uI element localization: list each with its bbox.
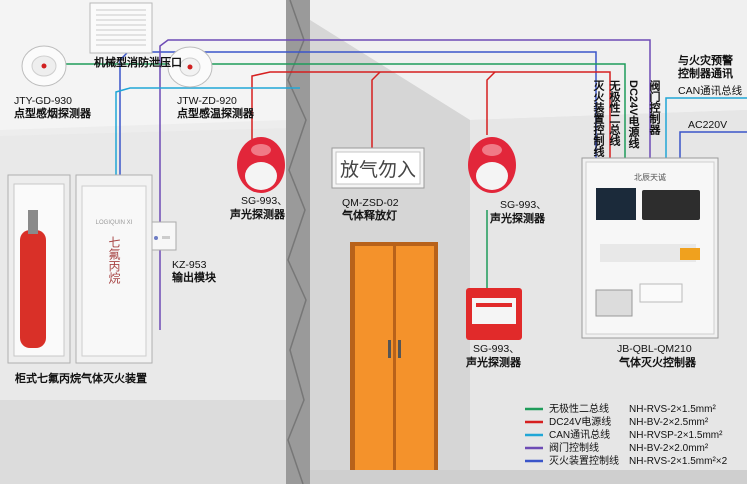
legend-row: 无极性二总线 NH-RVS-2×1.5mm² <box>525 402 716 415</box>
pressure-vent <box>89 2 153 54</box>
door[interactable] <box>350 242 438 470</box>
release-lamp: 放气勿入 <box>331 147 425 189</box>
cabinet-name: 柜式七氟丙烷气体灭火装置 <box>14 371 147 385</box>
alarm-mid-name: 声光探测器 <box>489 211 546 225</box>
controller-screen <box>596 188 636 220</box>
legend-row: 灭火装置控制线 NH-RVS-2×1.5mm²×2 <box>525 454 728 467</box>
controller-model: JB-QBL-QM210 <box>617 343 692 355</box>
cable-label-prewarn-1: 与火灾预警 <box>678 53 733 67</box>
legend: 无极性二总线 NH-RVS-2×1.5mm² DC24V电源线 NH-BV-2×2.5… <box>525 402 728 467</box>
cable-label-prewarn-2: 控制器通讯 <box>678 66 733 80</box>
release-lamp-sign: 放气勿入 <box>340 159 416 181</box>
pressure-vent-label: 机械型消防泄压口 <box>94 55 182 69</box>
alarm-left-name: 声光探测器 <box>229 207 286 221</box>
controller-keypad[interactable] <box>642 190 700 220</box>
legend-spec: NH-RVSP-2×1.5mm² <box>629 430 723 441</box>
cable-label-valve: 阀门控制器 <box>648 79 662 136</box>
alarm-low-name: 声光探测器 <box>465 355 522 369</box>
legend-label: 无极性二总线 <box>549 402 609 415</box>
cable-label-release: 灭火装置控制线 <box>592 80 606 158</box>
legend-label: DC24V电源线 <box>549 415 611 428</box>
smoke-detector <box>21 45 67 87</box>
module-name: 输出模块 <box>172 270 217 284</box>
alarm-left <box>237 137 285 193</box>
legend-row: DC24V电源线 NH-BV-2×2.5mm² <box>525 415 709 428</box>
smoke-name: 点型感烟探测器 <box>14 106 92 120</box>
cabinet-door-text: 七氟丙烷 <box>107 236 121 285</box>
controller-name: 气体灭火控制器 <box>618 355 697 369</box>
heat-model: JTW-ZD-920 <box>177 95 237 107</box>
module-model: KZ-953 <box>172 259 207 271</box>
controller-brand: 北辰天诚 <box>634 172 666 182</box>
cable-label-bus: 无极性二总线 <box>608 80 622 147</box>
cabinet-badge: LOGIQUIN XI <box>96 220 133 226</box>
legend-spec: NH-RVS-2×1.5mm² <box>629 404 716 415</box>
alarm-low-model: SG-993、 <box>473 343 520 355</box>
divider-wall <box>286 0 310 484</box>
heat-detector <box>167 46 213 88</box>
legend-row: CAN通讯总线 NH-RVSP-2×1.5mm² <box>525 428 723 441</box>
smoke-model: JTY-GD-930 <box>14 95 72 107</box>
cable-label-ac220: AC220V <box>688 119 727 131</box>
heat-name: 点型感温探测器 <box>177 106 255 120</box>
legend-spec: NH-BV-2×2.5mm² <box>629 417 709 428</box>
legend-label: CAN通讯总线 <box>549 428 610 441</box>
alarm-mid-model: SG-993、 <box>500 199 547 211</box>
manual-station[interactable] <box>466 288 522 340</box>
alarm-mid <box>468 137 516 193</box>
lamp-model: QM-ZSD-02 <box>342 197 399 209</box>
legend-spec: NH-BV-2×2.0mm² <box>629 443 709 454</box>
controller: 北辰天诚 <box>581 157 719 339</box>
legend-label: 灭火装置控制线 <box>549 454 619 467</box>
cabinet: LOGIQUIN XI 七氟丙烷 <box>7 174 153 364</box>
legend-label: 阀门控制线 <box>549 441 599 454</box>
cable-label-dc24v: DC24V电源线 <box>627 80 640 149</box>
legend-spec: NH-RVS-2×1.5mm²×2 <box>629 456 728 467</box>
controller-printer <box>595 289 633 317</box>
legend-row: 阀门控制线 NH-BV-2×2.0mm² <box>525 441 709 454</box>
controller-label <box>639 283 683 303</box>
alarm-left-model: SG-993、 <box>241 195 288 207</box>
cable-label-can: CAN通讯总线 <box>678 84 743 97</box>
lamp-name: 气体释放灯 <box>341 208 397 222</box>
